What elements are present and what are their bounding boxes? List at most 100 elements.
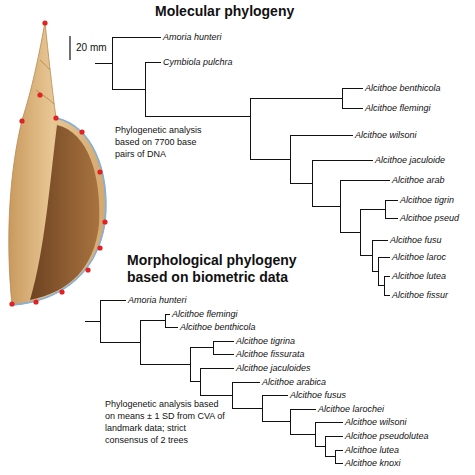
taxon-name: Alcithoe tigrin bbox=[400, 195, 454, 206]
taxon-name: Cymbiola pulchra bbox=[163, 57, 233, 68]
taxon-name: Alcithoe pseud bbox=[400, 213, 459, 224]
tree-branch bbox=[360, 209, 385, 210]
tree-branch bbox=[232, 408, 262, 409]
taxon-name: Alcithoe tigrina bbox=[236, 336, 295, 347]
shell-illustration bbox=[9, 20, 108, 306]
landmark-dot bbox=[79, 129, 84, 134]
tree-branch bbox=[315, 422, 343, 423]
taxon-name: Alcithoe knoxi bbox=[345, 458, 401, 469]
tree-branch bbox=[262, 421, 290, 422]
tree-branch bbox=[290, 434, 315, 435]
taxon-name: Alcithoe arab bbox=[392, 175, 445, 186]
tree-branch bbox=[340, 232, 360, 233]
taxon-name: Alcithoe pseudolutea bbox=[345, 431, 429, 442]
tree-branch bbox=[372, 240, 388, 241]
figure-title: Molecular phylogeny bbox=[155, 3, 294, 20]
landmark-dot bbox=[102, 219, 107, 224]
tree-branch bbox=[372, 271, 378, 272]
landmark-dot bbox=[42, 20, 47, 25]
tree-branch bbox=[95, 63, 112, 64]
taxon-name: Amoria hunteri bbox=[163, 32, 222, 43]
tree-branch bbox=[325, 436, 343, 437]
tree-branch bbox=[384, 276, 390, 277]
shell-aperture bbox=[30, 125, 99, 300]
tree-branch bbox=[140, 364, 190, 365]
landmark-dot bbox=[53, 115, 58, 120]
taxon-name: Alcithoe flemingi bbox=[172, 309, 238, 320]
taxon-name: Alcithoe wilsoni bbox=[345, 417, 407, 428]
landmark-dot bbox=[9, 301, 14, 306]
taxon-name: Alcithoe benthicola bbox=[365, 83, 441, 94]
landmark-dot bbox=[19, 118, 24, 123]
tree-branch bbox=[312, 206, 340, 207]
tree-branch bbox=[290, 135, 353, 136]
tree-branch bbox=[312, 160, 373, 161]
section-heading: Morphological phylogeny based on biometr… bbox=[127, 252, 327, 286]
taxon-name: Alcithoe wilsoni bbox=[355, 130, 417, 141]
tree-branch bbox=[290, 409, 316, 410]
landmark-dots bbox=[9, 20, 107, 306]
taxon-name: Alcithoe flemingi bbox=[365, 103, 431, 114]
landmark-dot bbox=[97, 169, 102, 174]
tree-branch bbox=[213, 354, 234, 355]
shell-body bbox=[9, 22, 106, 305]
landmark-dot bbox=[97, 245, 102, 250]
landmark-dot bbox=[37, 92, 42, 97]
taxon-name: Alcithoe lutea bbox=[345, 445, 399, 456]
taxon-name: Alcithoe arabica bbox=[262, 377, 326, 388]
tree-branch bbox=[250, 159, 290, 160]
landmark-dot bbox=[33, 299, 38, 304]
taxon-name: Alcithoe lutea bbox=[392, 271, 446, 282]
taxon-name: Alcithoe laroc bbox=[392, 252, 446, 263]
tree-branch bbox=[378, 257, 390, 258]
taxon-name: Alcithoe fissur bbox=[392, 290, 448, 301]
taxon-name: Alcithoe larochei bbox=[318, 404, 384, 415]
taxon-name: Alcithoe jaculoides bbox=[236, 363, 311, 374]
tree-branch bbox=[384, 295, 390, 296]
tree-branch bbox=[165, 327, 178, 328]
tree-branch bbox=[200, 368, 234, 369]
tree-branch bbox=[100, 342, 140, 343]
tree-branch bbox=[232, 382, 260, 383]
tree-branch bbox=[140, 320, 165, 321]
tree-branch bbox=[290, 183, 312, 184]
tree-branch bbox=[385, 200, 398, 201]
tree-branch bbox=[378, 285, 384, 286]
taxon-name: Amoria hunteri bbox=[128, 295, 187, 306]
tree-branch bbox=[342, 88, 363, 89]
landmark-dot bbox=[85, 267, 90, 272]
tree-branch bbox=[262, 395, 288, 396]
tree-branch bbox=[200, 395, 232, 396]
tree-branch bbox=[250, 98, 251, 159]
tree-branch bbox=[85, 321, 100, 322]
aperture-outline bbox=[12, 118, 106, 305]
scale-label: 20 mm bbox=[76, 42, 107, 54]
tree-branch bbox=[165, 314, 170, 315]
tree-branch bbox=[342, 108, 363, 109]
tree-branch bbox=[335, 450, 343, 451]
taxon-name: Alcithoe fusus bbox=[290, 390, 346, 401]
shell-suture bbox=[36, 60, 54, 104]
taxon-name: Alcithoe fusu bbox=[390, 235, 442, 246]
tree-branch bbox=[250, 98, 342, 99]
tree-branch bbox=[190, 381, 200, 382]
tree-branch bbox=[315, 446, 325, 447]
tree-branch bbox=[325, 456, 335, 457]
tree-branch bbox=[335, 463, 343, 464]
scale-bar bbox=[69, 36, 70, 60]
tree-branch bbox=[340, 180, 390, 181]
taxon-name: Alcithoe jaculoide bbox=[375, 155, 445, 166]
tree-branch bbox=[100, 300, 126, 301]
tree-branch bbox=[112, 89, 145, 90]
tree-branch bbox=[145, 116, 250, 117]
tree-branch bbox=[213, 341, 234, 342]
tree-branch bbox=[112, 37, 161, 38]
phylogenetic-tree bbox=[85, 37, 398, 463]
tree-branch bbox=[145, 62, 161, 63]
tree-branch bbox=[190, 347, 213, 348]
landmark-dot bbox=[59, 289, 64, 294]
method-note: Phylogenetic analysis based on means ± 1… bbox=[105, 398, 230, 446]
taxon-name: Alcithoe benthicola bbox=[180, 322, 256, 333]
method-note: Phylogenetic analysis based on 7700 base… bbox=[115, 124, 215, 160]
